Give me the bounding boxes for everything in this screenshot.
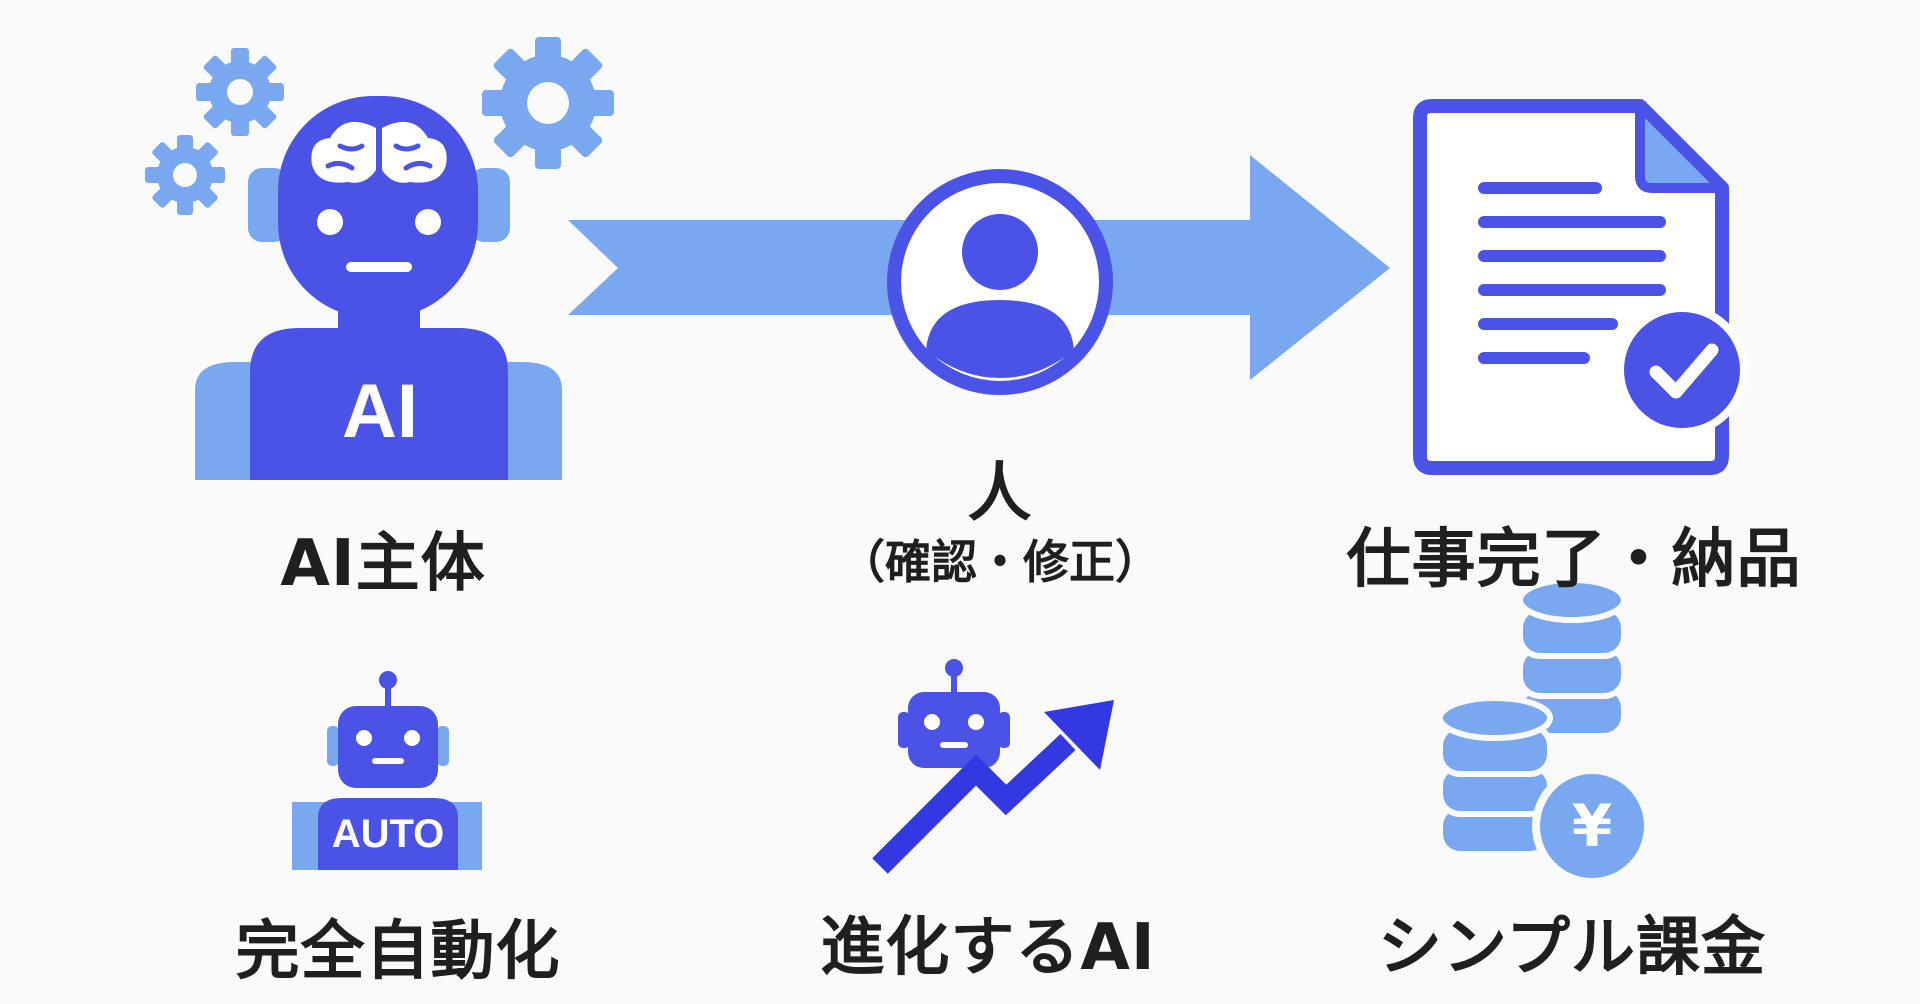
ai-body-text: AI: [342, 369, 418, 454]
human-label: 人: [967, 457, 1033, 531]
robot-icon: [898, 659, 1010, 768]
trend-up-arrow-icon: [872, 700, 1114, 874]
gear-icon: [482, 37, 614, 169]
ai-label: AI主体: [280, 527, 486, 601]
brain-icon: [311, 121, 447, 183]
billing-label: シンプル課金: [1377, 911, 1767, 985]
auto-label: 完全自動化: [235, 915, 561, 989]
auto-robot-text: AUTO: [331, 812, 445, 856]
document-label: 仕事完了・納品: [1346, 523, 1802, 597]
human-sublabel: （確認・修正）: [839, 535, 1161, 589]
gear-icon: [145, 135, 225, 215]
yen-coin-icon: [1532, 766, 1652, 886]
person-icon: [887, 169, 1113, 395]
gear-icon: [196, 48, 284, 136]
check-icon: [1616, 304, 1748, 436]
yen-symbol: ¥: [1571, 792, 1613, 860]
robot-icon: [292, 671, 482, 870]
evolving-label: 進化するAI: [820, 911, 1156, 985]
